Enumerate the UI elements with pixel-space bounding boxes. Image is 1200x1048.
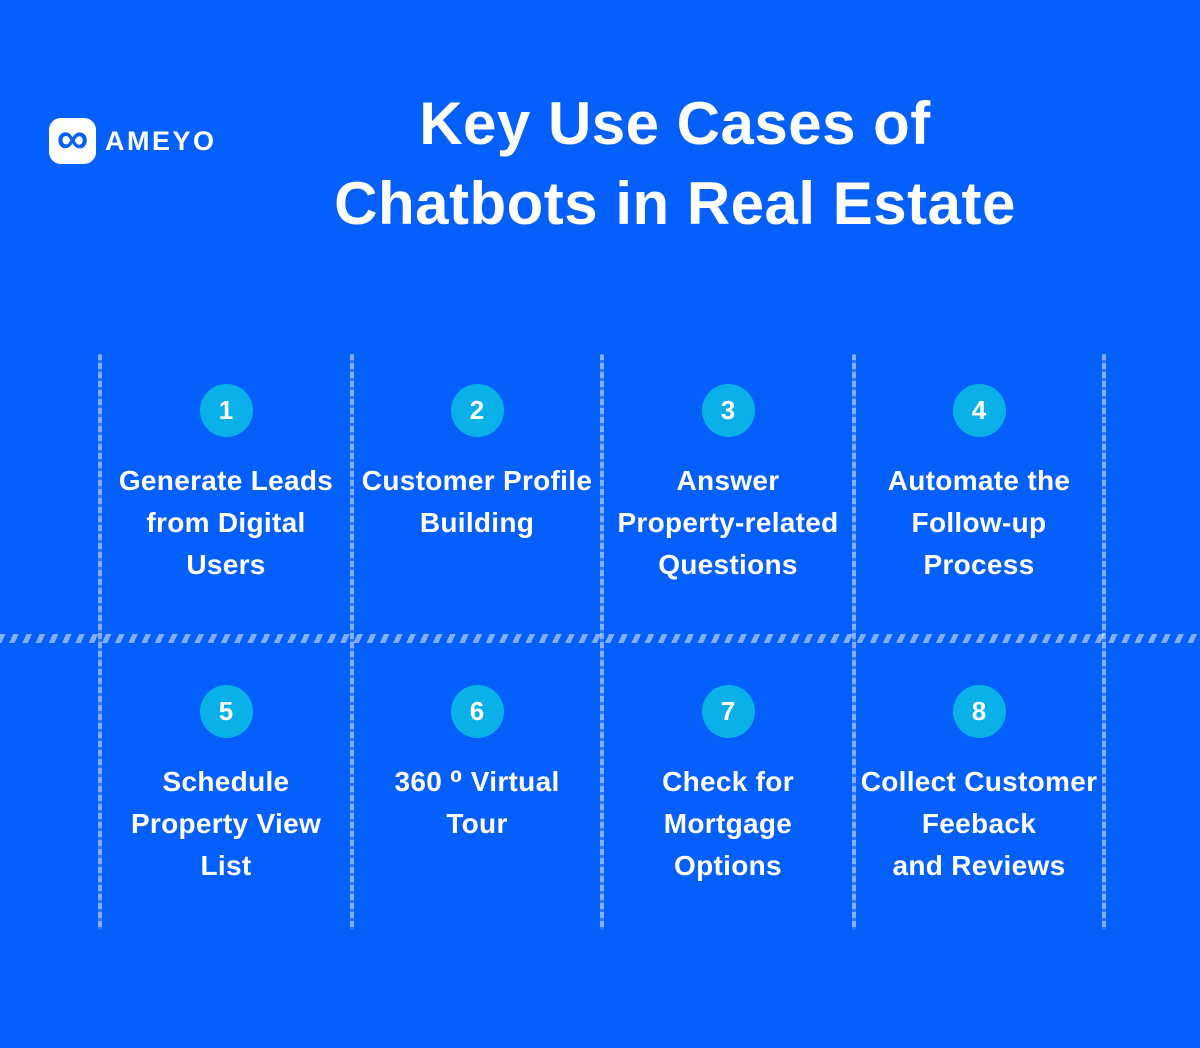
use-case-item-5: 5 Schedule Property View List	[100, 685, 352, 887]
label-line: Property View	[130, 808, 322, 839]
use-case-label: 360 ⁰ Virtual Tour	[394, 761, 559, 845]
page-title-line-2: Chatbots in Real Estate	[334, 170, 1016, 237]
step-number-badge: 5	[199, 685, 253, 738]
infinity-icon: ∞	[49, 114, 96, 164]
label-line: Building	[419, 507, 535, 538]
step-number-badge: 1	[199, 384, 253, 437]
use-case-label: Automate the Follow-up Process	[888, 460, 1071, 586]
label-line: Automate the	[887, 465, 1071, 496]
use-case-item-6: 6 360 ⁰ Virtual Tour	[352, 685, 602, 845]
brand-name: AMEYO	[105, 125, 217, 156]
use-case-label: Customer Profile Building	[362, 460, 592, 544]
use-case-item-7: 7 Check for Mortgage Options	[602, 685, 854, 887]
label-line: and Reviews	[892, 850, 1066, 881]
page-title: Key Use Cases of Chatbots in Real Estate	[150, 84, 1200, 244]
use-case-label: Generate Leads from Digital Users	[119, 460, 333, 586]
label-line: Feeback	[921, 808, 1037, 839]
label-line: Generate Leads	[118, 465, 334, 496]
brand-logo: ∞ AMEYO	[49, 114, 217, 164]
step-number-badge: 3	[701, 384, 755, 437]
use-case-item-4: 4 Automate the Follow-up Process	[854, 384, 1104, 586]
label-line: Check for	[662, 766, 794, 797]
use-case-item-2: 2 Customer Profile Building	[352, 384, 602, 544]
label-line: Collect Customer	[860, 766, 1098, 797]
use-case-item-8: 8 Collect Customer Feeback and Reviews	[854, 685, 1104, 887]
step-number-badge: 7	[701, 685, 755, 738]
label-line: Answer	[676, 465, 780, 496]
label-line: Mortgage	[663, 808, 793, 839]
step-number-badge: 6	[450, 685, 504, 738]
label-line: Schedule	[162, 766, 290, 797]
use-case-item-1: 1 Generate Leads from Digital Users	[100, 384, 352, 586]
label-line: Process	[923, 549, 1035, 580]
use-case-label: Collect Customer Feeback and Reviews	[861, 761, 1098, 887]
label-line: Users	[186, 549, 266, 580]
step-number-badge: 4	[952, 384, 1006, 437]
use-case-item-3: 3 Answer Property-related Questions	[602, 384, 854, 586]
label-line: Options	[674, 850, 782, 881]
row-divider	[0, 634, 1200, 643]
label-line: 360 ⁰ Virtual	[394, 766, 560, 797]
label-line: List	[200, 850, 252, 881]
use-case-label: Check for Mortgage Options	[662, 761, 794, 887]
label-line: Questions	[658, 549, 798, 580]
step-number-badge: 2	[450, 384, 504, 437]
step-number-badge: 8	[952, 685, 1006, 738]
label-line: Follow-up	[911, 507, 1047, 538]
infinity-glyph: ∞	[56, 114, 89, 163]
use-case-label: Answer Property-related Questions	[617, 460, 838, 586]
page-title-line-1: Key Use Cases of	[419, 90, 931, 157]
label-line: Tour	[446, 808, 508, 839]
label-line: from Digital	[146, 507, 306, 538]
label-line: Property-related	[617, 507, 839, 538]
label-line: Customer Profile	[361, 465, 593, 496]
use-case-label: Schedule Property View List	[131, 761, 321, 887]
